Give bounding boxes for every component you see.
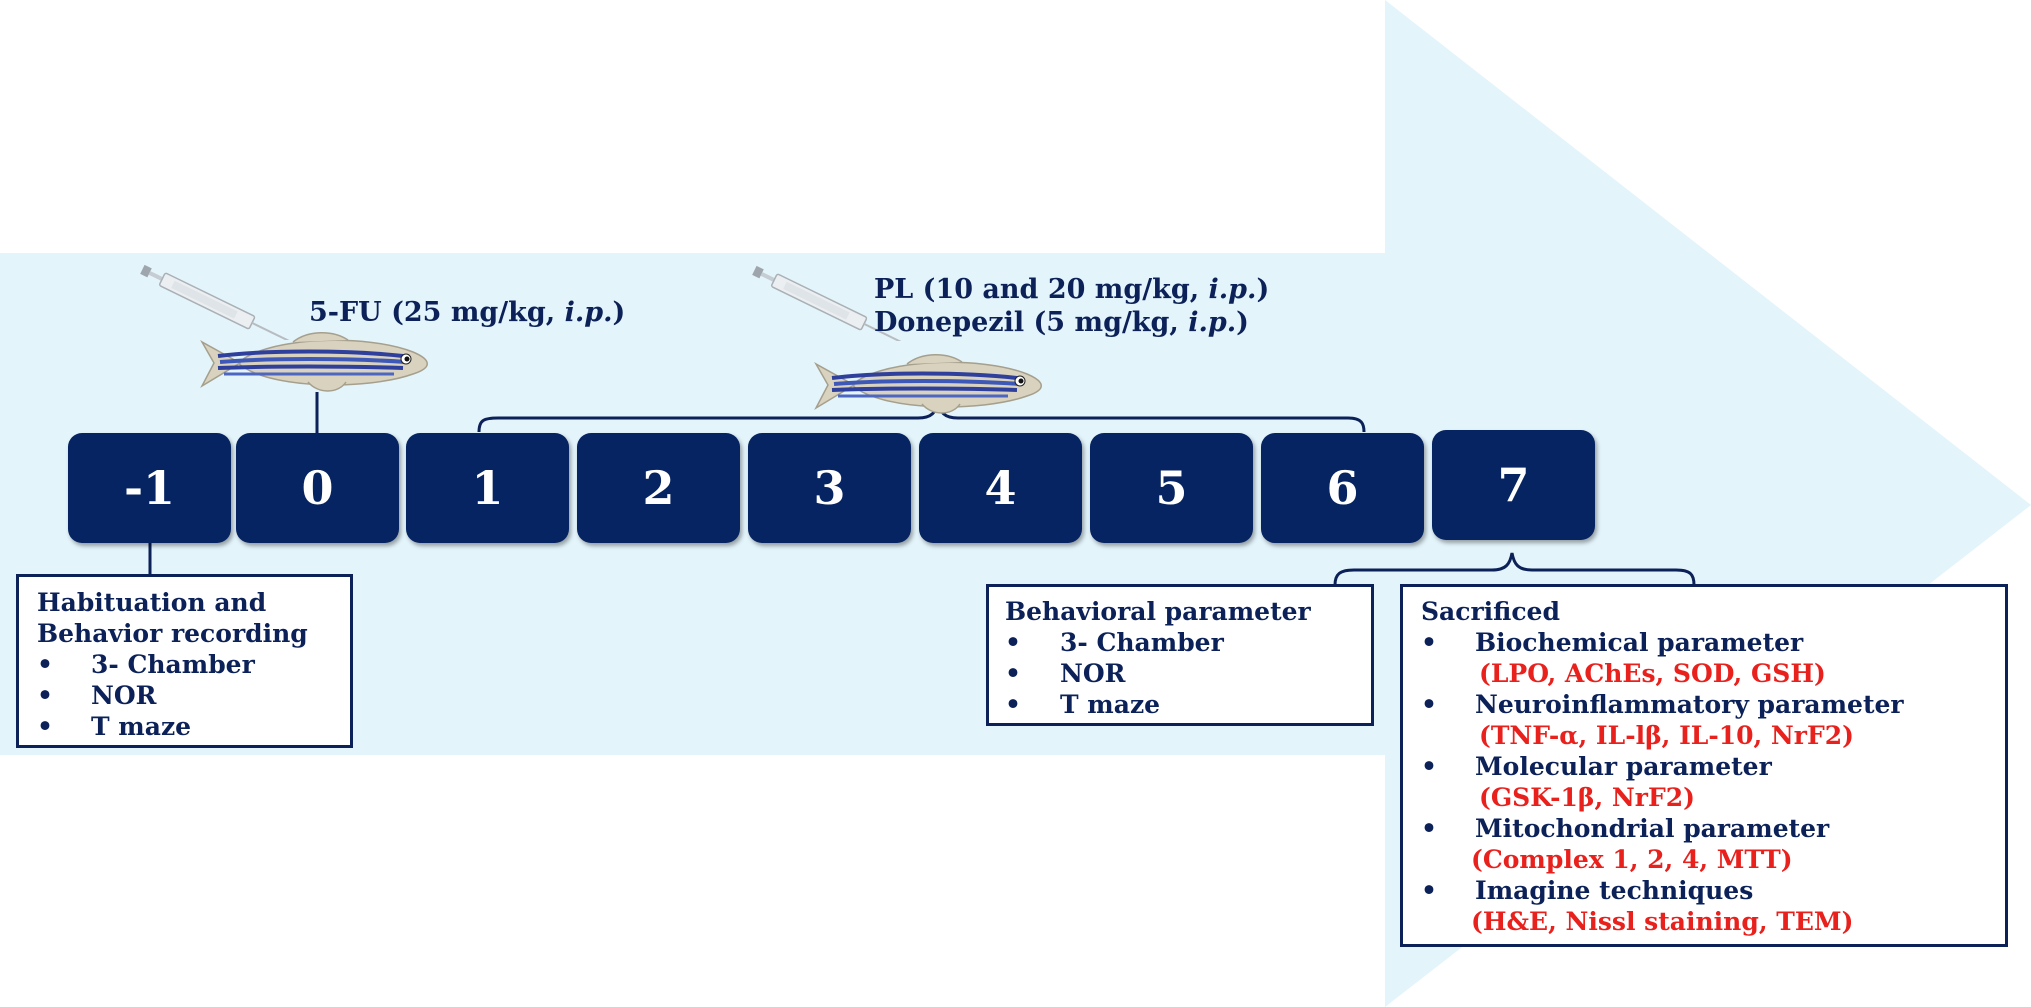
- habituation-title-line1: Habituation and: [37, 588, 267, 617]
- bullet-icon: •: [1421, 814, 1437, 843]
- day-box-2: 2: [577, 433, 740, 543]
- list-item: • 3- Chamber: [1005, 627, 1371, 658]
- fu-route: i.p.: [564, 297, 613, 328]
- pl-route: i.p.: [1208, 274, 1257, 305]
- parameter-detail: (LPO, AChEs, SOD, GSH): [1479, 659, 1826, 688]
- sacrifice-brace: [1333, 552, 1696, 586]
- fu-dose: 5-FU (25 mg/kg,: [309, 297, 565, 328]
- list-item-label: NOR: [1060, 659, 1126, 688]
- bullet-icon: •: [37, 650, 53, 679]
- day-box-minus1: -1: [68, 433, 231, 543]
- bullet-icon: •: [1005, 690, 1021, 719]
- parameter-detail: (GSK-1β, NrF2): [1479, 783, 1695, 812]
- list-item-label: T maze: [1060, 690, 1161, 719]
- day-box-1: 1: [406, 433, 569, 543]
- day-box-5: 5: [1090, 433, 1253, 543]
- day-box-6: 6: [1261, 433, 1424, 543]
- list-item-label: 3- Chamber: [91, 650, 255, 679]
- parameter-label: Neuroinflammatory parameter: [1475, 690, 1904, 719]
- parameter-label: Molecular parameter: [1475, 752, 1772, 781]
- parameter-detail: (H&E, Nissl staining, TEM): [1471, 907, 1854, 936]
- zebrafish-icon: [814, 354, 1042, 414]
- bullet-icon: •: [37, 681, 53, 710]
- bullet-icon: •: [1421, 690, 1437, 719]
- list-item: • Neuroinflammatory parameter(TNF-α, IL-l…: [1421, 689, 2005, 751]
- zebrafish-icon: [200, 332, 428, 392]
- donepezil-close: ): [1236, 307, 1249, 338]
- habituation-title-line2: Behavior recording: [37, 619, 308, 648]
- bullet-icon: •: [1005, 628, 1021, 657]
- pl-treatment-label: PL (10 and 20 mg/kg, i.p.): [874, 273, 1269, 306]
- day-box-3: 3: [748, 433, 911, 543]
- fu-close: ): [612, 297, 626, 328]
- habituation-box: Habituation and Behavior recording • 3- C…: [16, 574, 353, 748]
- list-item: • Biochemical parameter(LPO, AChEs, SOD, …: [1421, 627, 2005, 689]
- parameter-detail: (TNF-α, IL-lβ, IL-10, NrF2): [1479, 721, 1854, 750]
- behavioral-title: Behavioral parameter: [1005, 597, 1311, 626]
- list-item: • NOR: [1005, 658, 1371, 689]
- sacrificed-title: Sacrificed: [1421, 597, 1560, 626]
- list-item: • T maze: [37, 711, 350, 742]
- fu-treatment-label: 5-FU (25 mg/kg, i.p.): [309, 296, 625, 329]
- day-box-7: 7: [1432, 430, 1595, 540]
- list-item-label: 3- Chamber: [1060, 628, 1224, 657]
- list-item-label: T maze: [91, 712, 192, 741]
- donepezil-dose: Donepezil (5 mg/kg,: [874, 307, 1189, 338]
- day-box-4: 4: [919, 433, 1082, 543]
- list-item: • T maze: [1005, 689, 1371, 720]
- day-box-0: 0: [236, 433, 399, 543]
- sacrificed-box: Sacrificed • Biochemical parameter(LPO, A…: [1400, 584, 2008, 947]
- bullet-icon: •: [1421, 876, 1437, 905]
- list-item: • 3- Chamber: [37, 649, 350, 680]
- bullet-icon: •: [1421, 752, 1437, 781]
- behavioral-parameter-box: Behavioral parameter • 3- Chamber • NOR • T…: [986, 584, 1374, 726]
- list-item: • Mitochondrial parameter(Complex 1, 2, 4…: [1421, 813, 2005, 875]
- bullet-icon: •: [37, 712, 53, 741]
- donepezil-treatment-label: Donepezil (5 mg/kg, i.p.): [874, 306, 1249, 339]
- pl-close: ): [1256, 274, 1270, 305]
- pl-dose: PL (10 and 20 mg/kg,: [874, 274, 1209, 305]
- syringe-icon: [140, 264, 293, 340]
- list-item-label: NOR: [91, 681, 157, 710]
- parameter-label: Imagine techniques: [1475, 876, 1754, 905]
- bullet-icon: •: [1005, 659, 1021, 688]
- list-item: • Imagine techniques(H&E, Nissl staining,…: [1421, 875, 2005, 937]
- parameter-label: Biochemical parameter: [1475, 628, 1804, 657]
- parameter-label: Mitochondrial parameter: [1475, 814, 1830, 843]
- donepezil-route: i.p.: [1188, 307, 1237, 338]
- syringe-icon: [752, 265, 905, 341]
- parameter-detail: (Complex 1, 2, 4, MTT): [1471, 845, 1793, 874]
- bullet-icon: •: [1421, 628, 1437, 657]
- list-item: • NOR: [37, 680, 350, 711]
- list-item: • Molecular parameter(GSK-1β, NrF2): [1421, 751, 2005, 813]
